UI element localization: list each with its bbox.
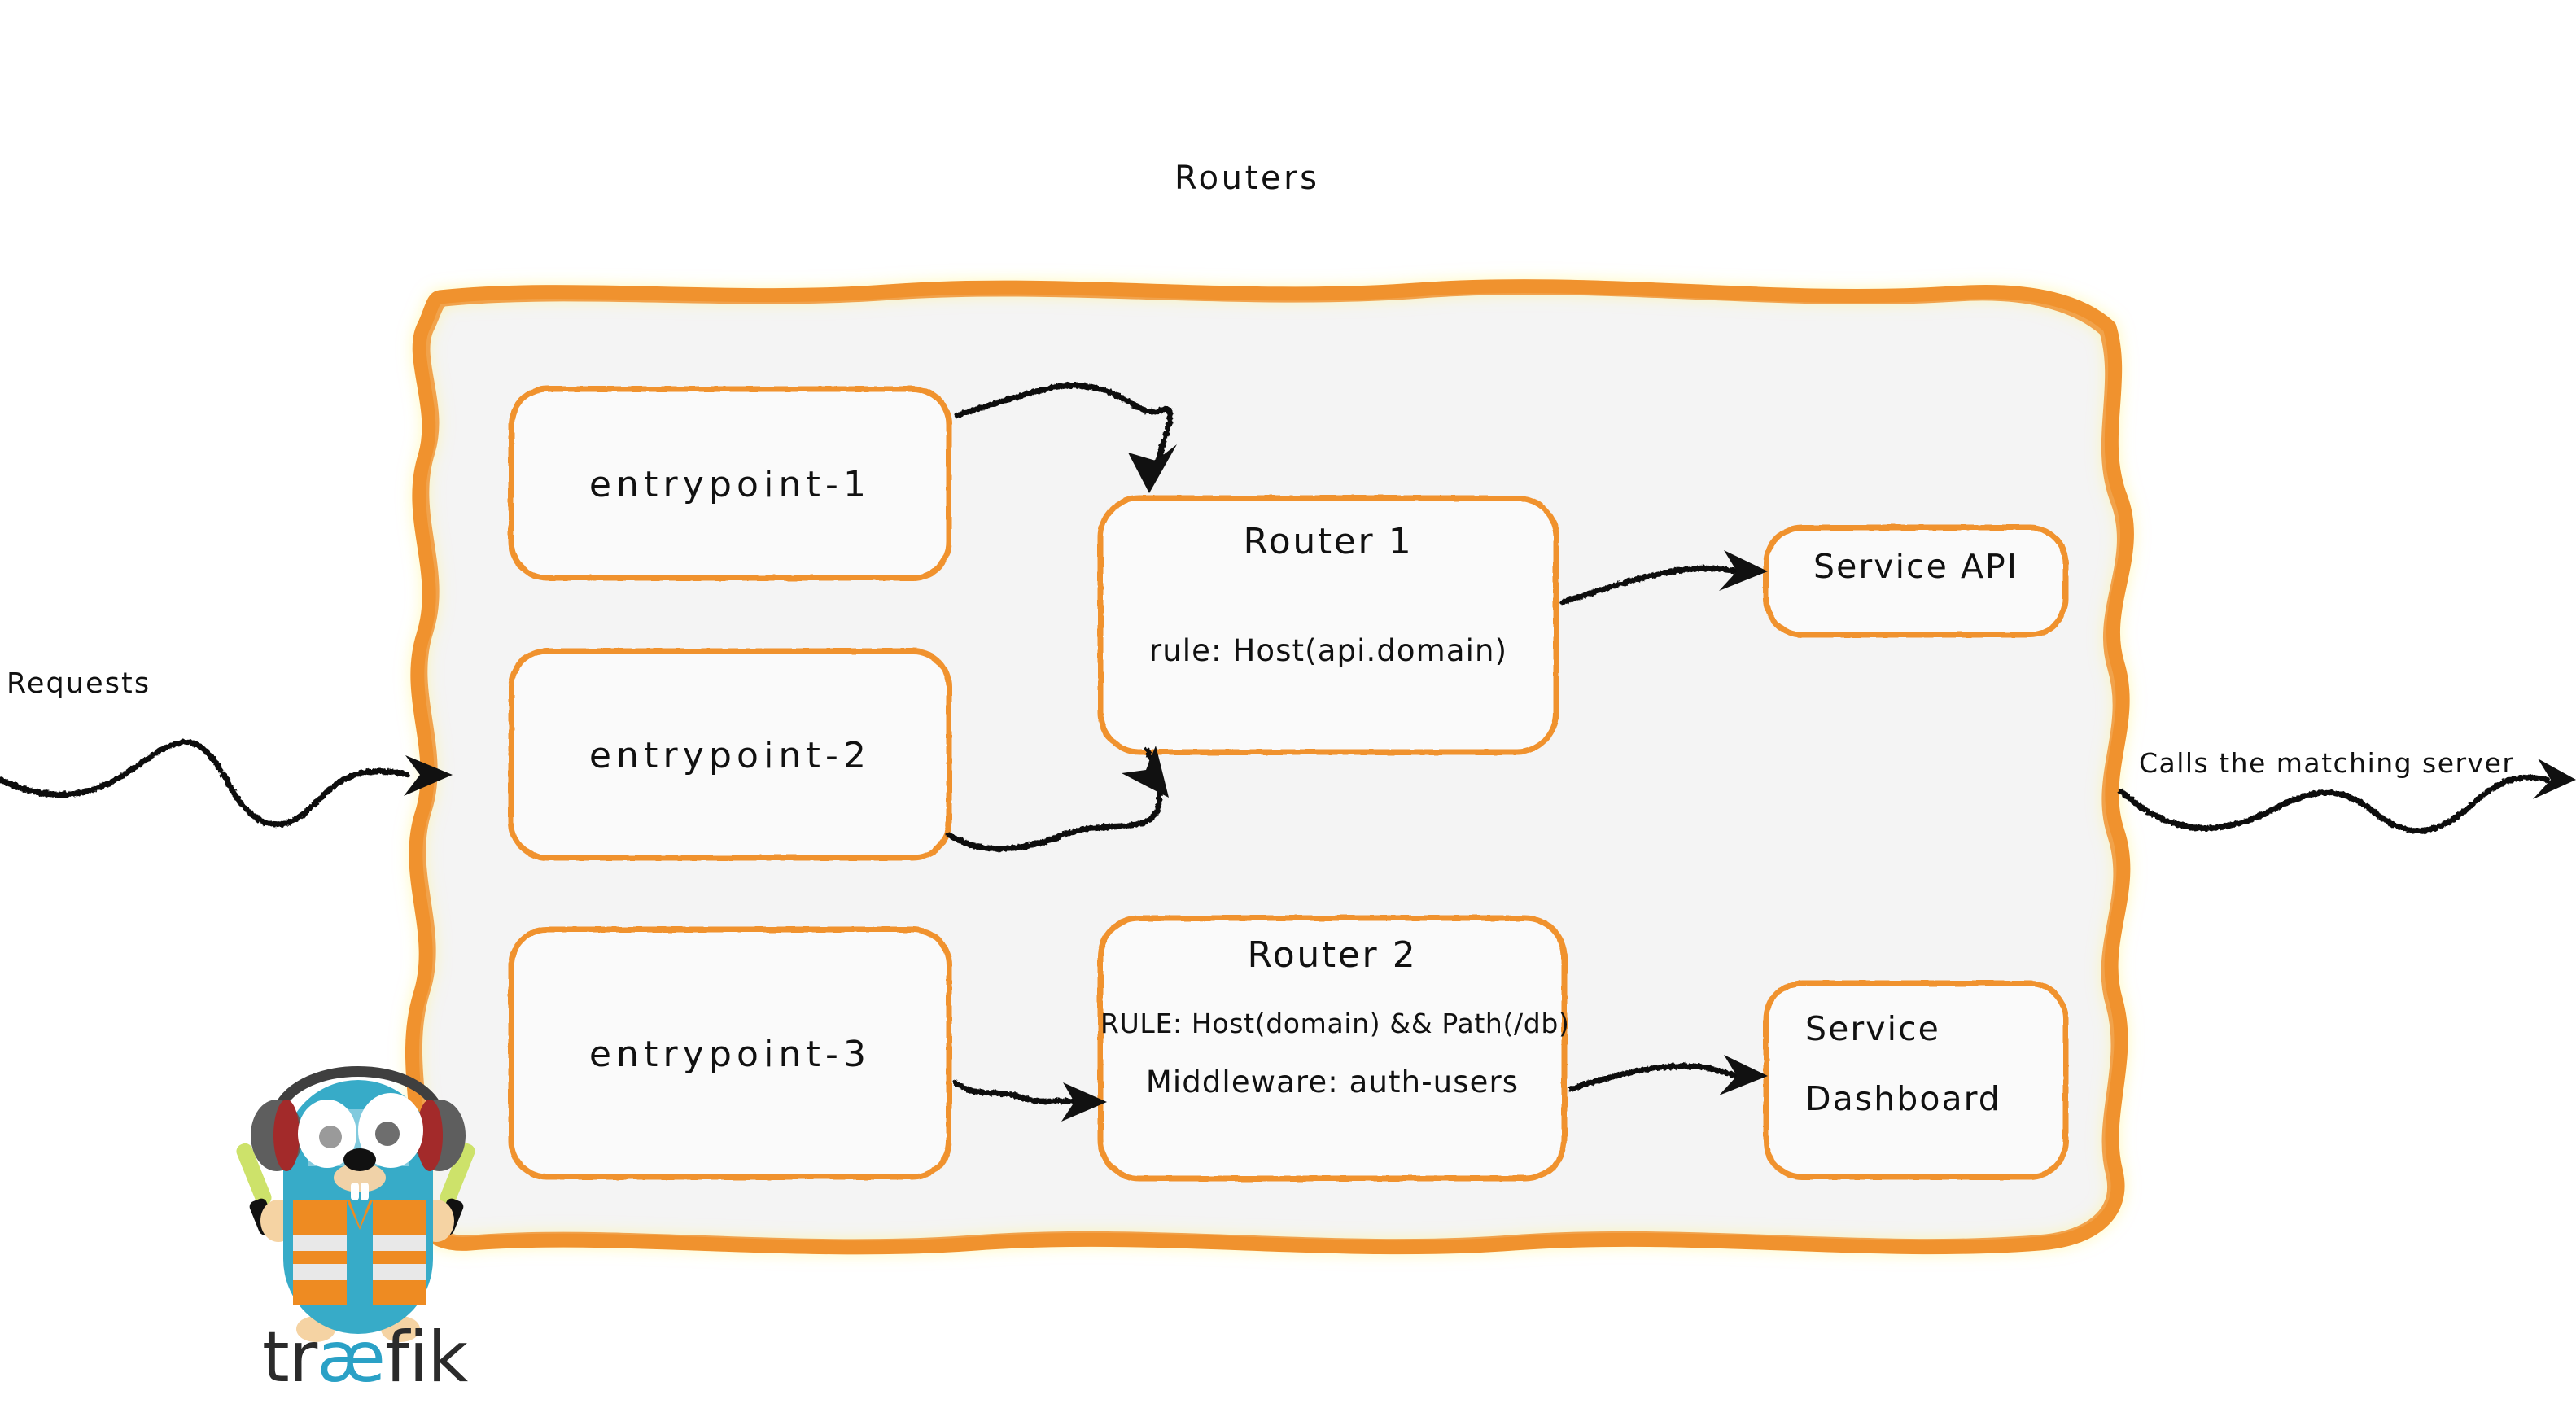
router-1-box[interactable] <box>1097 495 1559 755</box>
wordmark-part-2: fik <box>384 1317 468 1398</box>
calls-the-matching-server-label: Calls the matching server <box>2139 747 2515 779</box>
service-dashboard-label-line2: Dashboard <box>1805 1079 2001 1118</box>
arrow-router2-servicedashboard <box>1568 1063 1738 1092</box>
arrowhead-router1-serviceapi <box>1719 550 1768 591</box>
arrowhead-matching-server <box>2533 759 2576 799</box>
page-title: Routers <box>1174 160 1320 197</box>
entrypoint-2-box[interactable] <box>508 648 952 861</box>
requests-label: Requests <box>7 667 151 700</box>
service-dashboard-label-line1: Service <box>1805 1009 1940 1048</box>
arrow-ep3-router2 <box>952 1079 1081 1105</box>
service-api-label: Service API <box>1813 547 2018 586</box>
arrowhead-ep3-router2 <box>1061 1082 1107 1122</box>
router-1-rule: rule: Host(api.domain) <box>1148 633 1508 668</box>
service-dashboard-box[interactable] <box>1763 980 2069 1180</box>
wordmark-part-1: tr <box>262 1317 317 1398</box>
panel-border-stroke <box>405 279 2134 1255</box>
arrowhead-requests <box>404 755 453 796</box>
router-1-title: Router 1 <box>1243 521 1414 562</box>
arrow-router1-serviceapi <box>1559 565 1738 606</box>
entrypoint-2-label: entrypoint-2 <box>588 735 872 776</box>
router-2-title: Router 2 <box>1247 934 1418 976</box>
arrowhead-ep2-router1 <box>1122 746 1169 798</box>
arrow-matching-server <box>2118 774 2551 833</box>
traefik-logo <box>236 1046 480 1404</box>
wordmark-ae-ligature: æ <box>317 1317 385 1398</box>
arrow-ep1-router1 <box>954 383 1174 475</box>
entrypoint-1-box[interactable] <box>508 386 952 581</box>
traefik-wordmark: træfik <box>262 1317 468 1398</box>
arrow-ep2-router1 <box>946 747 1162 852</box>
traefik-gopher-icon <box>236 1066 475 1342</box>
arrowhead-ep1-router1 <box>1128 444 1177 493</box>
router-2-middleware: Middleware: auth-users <box>1145 1065 1520 1100</box>
headphones-icon <box>251 1100 466 1171</box>
service-api-box[interactable] <box>1763 524 2069 638</box>
entrypoint-1-label: entrypoint-1 <box>588 464 872 505</box>
entrypoint-3-label: entrypoint-3 <box>588 1034 872 1075</box>
arrowheads <box>404 444 2576 1122</box>
arrowhead-router2-servicedashboard <box>1719 1055 1768 1095</box>
panel-border-stroke-2 <box>414 287 2124 1247</box>
router-2-box[interactable] <box>1097 915 1568 1182</box>
arrow-requests <box>0 739 410 828</box>
entrypoint-3-box[interactable] <box>508 926 952 1180</box>
router-2-rule: RULE: Host(domain) && Path(/db) <box>1100 1008 1570 1039</box>
